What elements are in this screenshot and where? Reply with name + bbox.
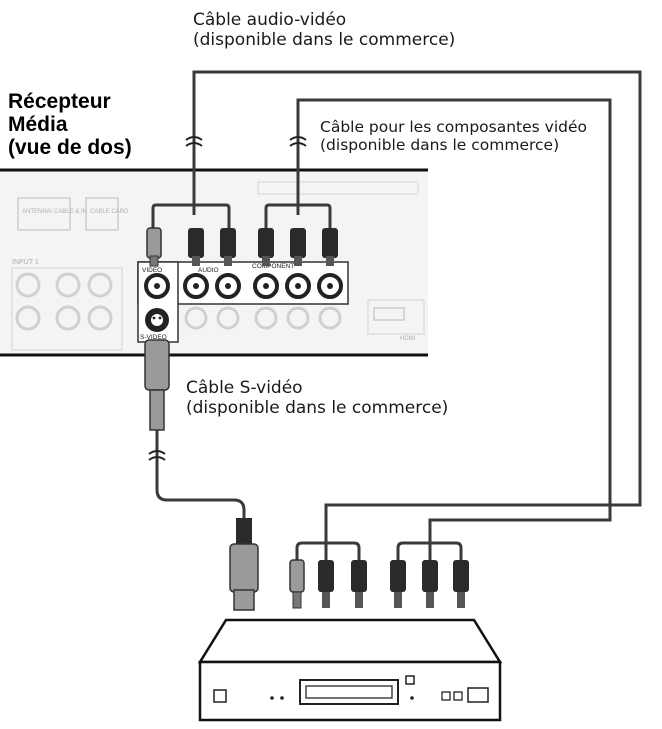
component-jack-y — [253, 273, 279, 299]
component-plug-pb-player — [422, 560, 438, 608]
audio-plug-right-player — [351, 560, 367, 608]
cable-wires — [151, 70, 642, 560]
component-plug-y-player — [390, 560, 406, 608]
cable-break-marks — [148, 136, 307, 461]
av-cable-label-line1: Câble audio-vidéo — [193, 10, 347, 30]
component-cable-label: Câble pour les composantes vidéo (dispon… — [320, 118, 587, 154]
svideo-cable-label: Câble S-vidéo (disponible dans le commer… — [186, 378, 448, 418]
av-cable-label-line2: (disponible dans le commerce) — [193, 30, 456, 50]
receiver-title-line1: Récepteur — [8, 90, 111, 113]
video-jack — [144, 273, 170, 299]
video-plug-player — [289, 559, 305, 609]
audio-plug-left-player — [318, 560, 334, 608]
component-plug-y-receiver — [258, 228, 274, 266]
component-cable-wire — [296, 98, 612, 560]
video-port-label: VIDEO — [142, 267, 162, 274]
hdmi-label: HDMI — [400, 336, 416, 342]
receiver-title-line2: Média — [8, 113, 68, 136]
input1-label: INPUT 1 — [12, 259, 39, 266]
component-plug-pb-receiver — [290, 228, 306, 266]
receiver-back-panel: ANTENNA/ CABLE & IN CABLE CARD INPUT 1 H… — [0, 168, 428, 357]
av-cable-wire — [192, 70, 642, 560]
player-component-splitter — [396, 541, 463, 560]
component-plug-pr-player — [453, 560, 469, 608]
av-cable-label: Câble audio-vidéo (disponible dans le co… — [193, 10, 455, 50]
component-cable-splitter — [264, 203, 332, 230]
video-plug-receiver — [146, 227, 162, 267]
component-cable-label-line1: Câble pour les composantes vidéo — [320, 118, 587, 136]
audio-jack-right — [215, 273, 241, 299]
component-plug-pr-receiver — [322, 228, 338, 266]
svideo-cable-label-line2: (disponible dans le commerce) — [186, 398, 449, 418]
component-cable-label-line2: (disponible dans le commerce) — [320, 136, 560, 154]
svideo-jack — [145, 308, 169, 332]
audio-jack-left — [183, 273, 209, 299]
component-port-label: COMPONENT — [252, 263, 294, 270]
audio-plug-right-receiver — [220, 228, 236, 266]
receiver-title-line3: (vue de dos) — [8, 136, 132, 159]
audio-port-label: AUDIO — [198, 267, 219, 274]
player-device — [197, 618, 503, 722]
player-av-splitter — [295, 541, 361, 560]
svideo-plug-receiver — [144, 339, 170, 431]
av-cable-splitter — [151, 203, 231, 230]
player-plugs — [229, 518, 469, 611]
svideo-cable-wire — [155, 430, 246, 520]
cable-card-label: CABLE CARD — [90, 209, 129, 215]
svideo-cable-label-line1: Câble S-vidéo — [186, 378, 303, 398]
svideo-plug-player — [229, 518, 259, 611]
receiver-plugs — [144, 227, 338, 431]
component-jack-pr — [317, 273, 343, 299]
audio-plug-left-receiver — [188, 228, 204, 266]
antenna-label: ANTENNA/ CABLE & IN — [22, 209, 87, 215]
svideo-port-label: S-VIDEO — [140, 334, 167, 341]
component-jack-pb — [285, 273, 311, 299]
receiver-title: Récepteur Média (vue de dos) — [8, 90, 132, 159]
